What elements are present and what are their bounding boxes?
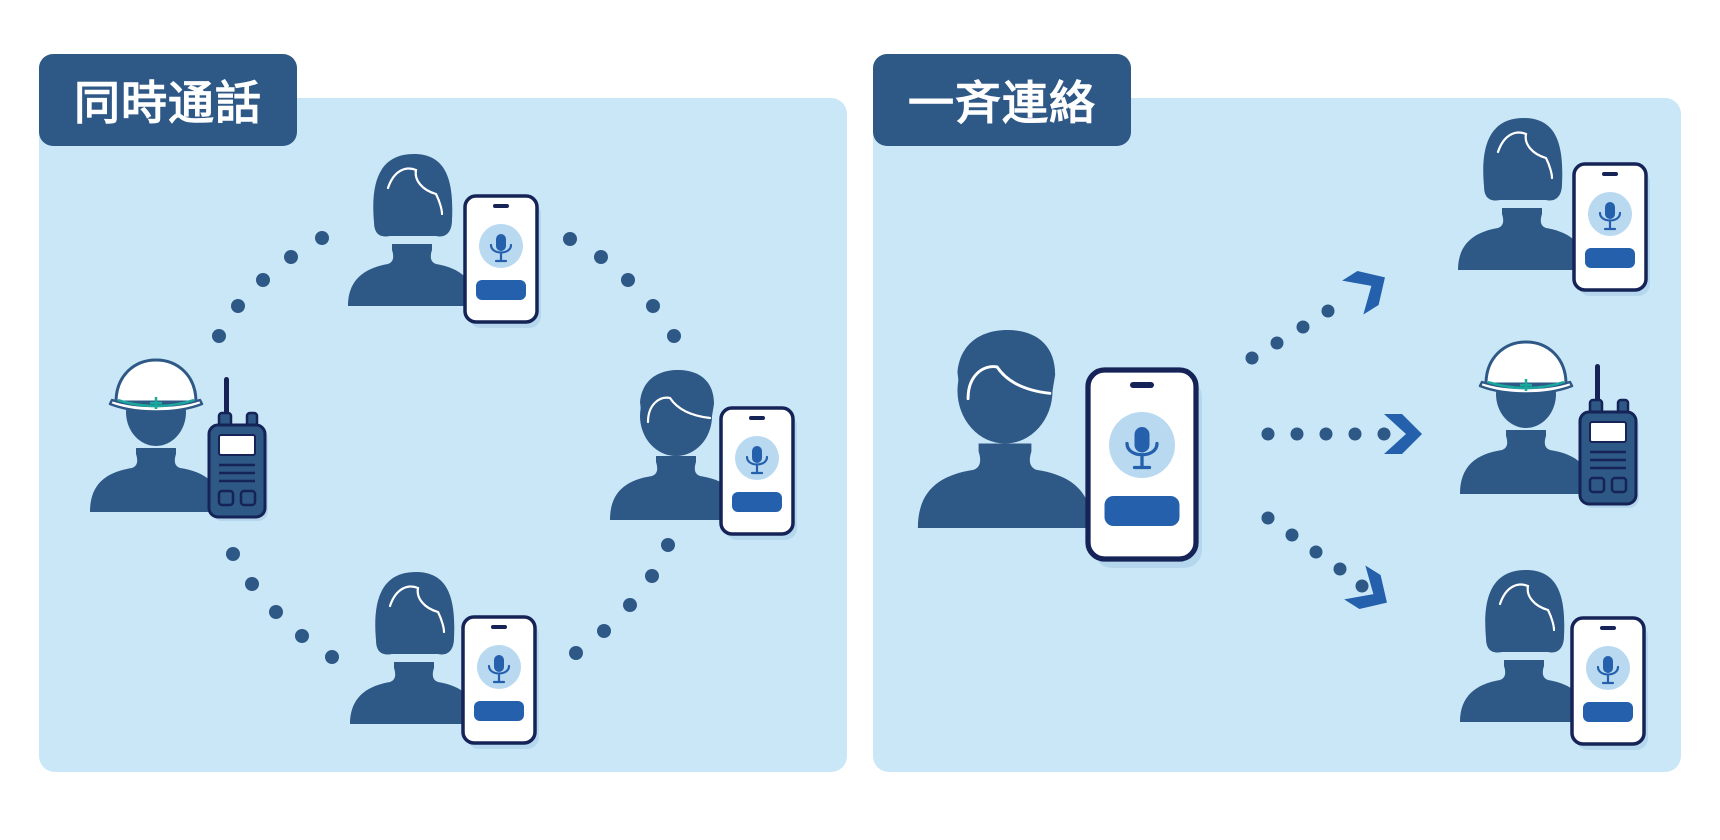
dotted-ring	[212, 231, 681, 664]
broadcast-title: 一斉連絡	[873, 54, 1131, 146]
recipient-woman-bottom-icon	[1458, 568, 1590, 724]
person-man-sender-icon	[916, 328, 1094, 530]
recipient-woman-top-icon	[1456, 116, 1588, 272]
worker-left-icon	[88, 358, 224, 514]
smartphone-icon	[461, 615, 541, 751]
chevron-arrow-down-icon	[1344, 565, 1398, 620]
person-woman-top-icon	[346, 152, 478, 308]
smartphone-icon	[463, 194, 543, 330]
smartphone-icon	[1572, 162, 1652, 298]
person-woman-bottom-icon	[348, 570, 480, 726]
smartphone-icon	[1570, 616, 1650, 752]
broadcast-dots	[1245, 304, 1391, 593]
chevron-arrow-up-icon	[1342, 260, 1396, 315]
simultaneous-call-title: 同時通話	[39, 54, 297, 146]
walkie-talkie-icon	[207, 375, 270, 523]
smartphone-icon	[719, 406, 799, 542]
walkie-talkie-icon	[1578, 362, 1641, 510]
recipient-worker-icon	[1458, 340, 1594, 496]
smartphone-large-icon	[1088, 370, 1202, 568]
